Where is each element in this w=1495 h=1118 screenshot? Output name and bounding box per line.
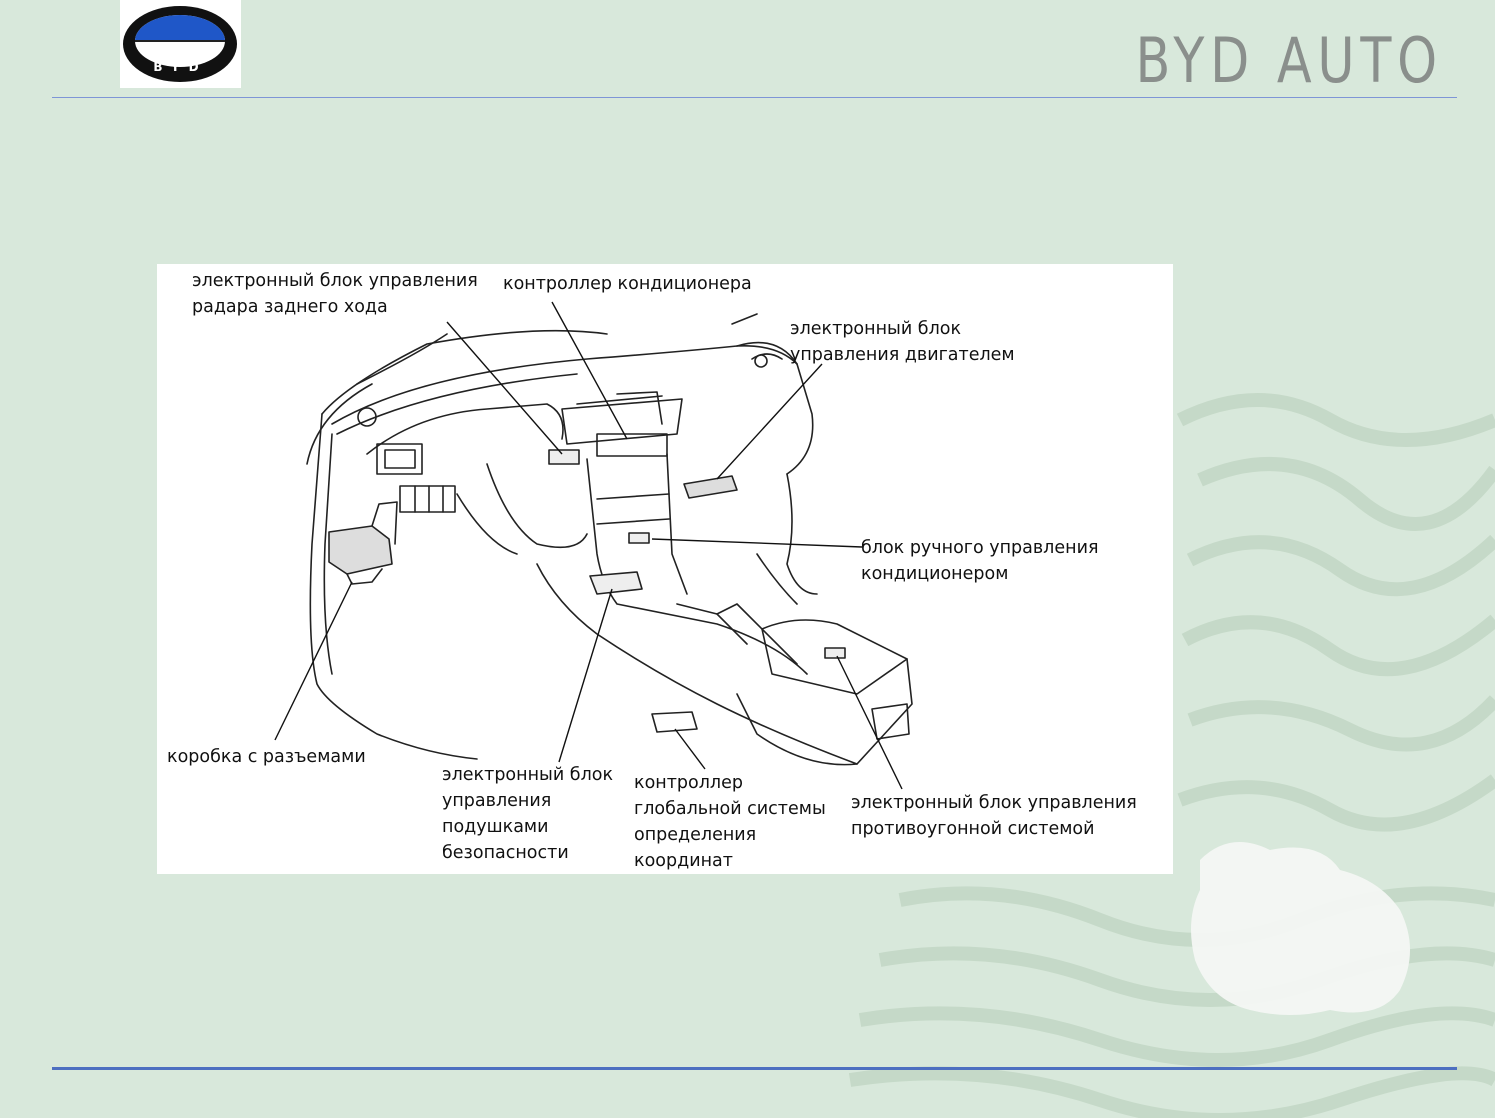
header-divider <box>52 97 1457 98</box>
label-ac-controller: контроллер кондиционера <box>503 274 752 294</box>
leader-engine-ecu <box>716 363 823 480</box>
label-immobilizer-ecu: электронный блок управления противоугонн… <box>851 793 1137 839</box>
byd-logo: BYD <box>120 0 241 88</box>
label-gps-controller: контроллер глобальной системы определени… <box>634 773 826 871</box>
leader-ac-manual-unit <box>651 538 863 548</box>
leader-radar-ecu <box>446 321 563 455</box>
leader-gps-controller <box>674 728 706 770</box>
label-junction-box: коробка с разъемами <box>167 747 366 767</box>
label-ac-manual-unit: блок ручного управления кондиционером <box>861 538 1099 584</box>
byd-logo-emblem <box>123 6 237 82</box>
leader-airbag-ecu <box>558 588 613 763</box>
label-engine-ecu: электронный блок управления двигателем <box>790 319 1015 365</box>
logo-text: BYD <box>153 60 208 74</box>
dashboard-drawing <box>274 301 913 790</box>
leader-ac-controller <box>551 301 628 440</box>
brand-title: BYD AUTO <box>1135 24 1443 97</box>
label-airbag-ecu: электронный блок управления подушками бе… <box>442 765 614 863</box>
footer-divider <box>52 1067 1457 1070</box>
leader-immobilizer-ecu <box>836 655 903 790</box>
label-radar-ecu: электронный блок управления радара задне… <box>192 271 478 317</box>
leader-junction-box <box>274 581 353 741</box>
dashboard-diagram: электронный блок управления радара задне… <box>157 264 1173 874</box>
